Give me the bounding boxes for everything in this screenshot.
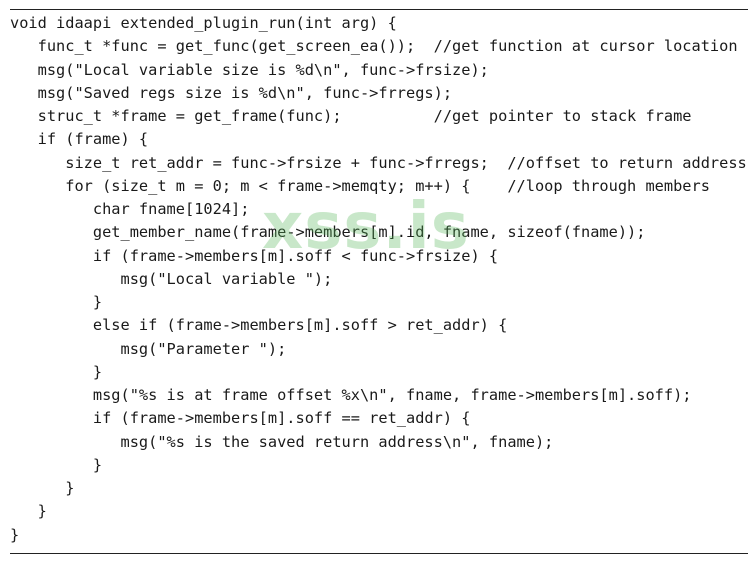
code-line: msg("Local variable size is %d\n", func-…	[10, 60, 489, 79]
code-line: msg("Local variable ");	[10, 269, 333, 288]
code-line: }	[10, 502, 47, 521]
code-line: if (frame->members[m].soff < func->frsiz…	[10, 246, 499, 265]
top-rule	[10, 9, 748, 10]
code-line: }	[10, 362, 103, 381]
code-line: }	[10, 455, 103, 474]
code-line: for (size_t m = 0; m < frame->memqty; m+…	[10, 176, 710, 195]
code-line: msg("%s is the saved return address\n", …	[10, 432, 554, 451]
code-line: else if (frame->members[m].soff > ret_ad…	[10, 316, 508, 335]
code-listing: void idaapi extended_plugin_run(int arg)…	[10, 12, 754, 547]
code-line: msg("Saved regs size is %d\n", func->frr…	[10, 83, 453, 102]
code-line: if (frame) {	[10, 130, 149, 149]
code-line: }	[10, 525, 20, 544]
code-line: }	[10, 479, 75, 497]
bottom-rule	[10, 553, 748, 554]
code-line: char fname[1024];	[10, 200, 250, 218]
code-line: msg("%s is at frame offset %x\n", fname,…	[10, 386, 692, 404]
code-line: size_t ret_addr = func->frsize + func->f…	[10, 153, 747, 172]
code-line: struc_t *frame = get_frame(func); //get …	[10, 107, 692, 125]
code-line: }	[10, 293, 103, 311]
code-line: get_member_name(frame->members[m].id, fn…	[10, 223, 646, 242]
code-line: func_t *func = get_func(get_screen_ea())…	[10, 37, 738, 56]
code-line: if (frame->members[m].soff == ret_addr) …	[10, 409, 471, 428]
code-line: msg("Parameter ");	[10, 339, 287, 358]
code-line: void idaapi extended_plugin_run(int arg)…	[10, 14, 397, 32]
